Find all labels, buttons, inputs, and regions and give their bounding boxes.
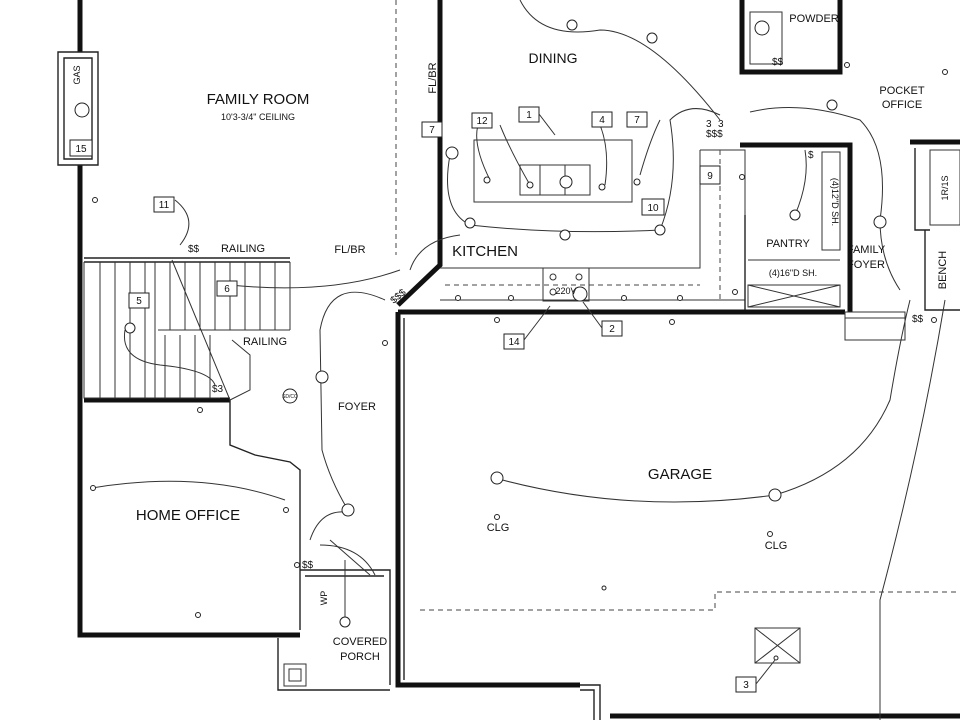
svg-text:7: 7 [634,115,640,126]
room-bench: BENCH [937,251,949,290]
range-voltage-label: 220V [555,286,576,296]
callout-3: 3 [735,659,776,693]
switch-stair: $3 [212,384,224,395]
switch-pantry: $ [808,150,814,161]
svg-text:3: 3 [743,680,749,691]
gas-label: GAS [72,65,82,84]
wp-label: WP [319,591,329,606]
callout-4: 4 [591,111,613,128]
switch-kitchen-entry: $$$ [389,287,409,306]
svg-text:14: 14 [508,337,520,348]
svg-text:2: 2 [609,324,615,335]
room-powder: POWDER [789,13,839,25]
room-labels: FAMILY ROOM 10'3-3/4" CEILING DINING POW… [136,13,950,663]
callout-15: 15 [69,139,93,157]
svg-text:10: 10 [647,203,659,214]
callout-9: 9 [699,165,721,185]
callout-10: 10 [641,198,665,216]
railing-label-upper: RAILING [221,243,265,255]
room-pocket-office-line2: OFFICE [882,99,922,111]
room-dining: DINING [529,50,578,66]
svg-text:15: 15 [75,144,87,155]
callout-1: 1 [518,106,556,136]
room-family-foyer-line1: FAMILY [847,244,886,256]
callout-11: 11 [153,196,175,213]
room-family-foyer-line2: FOYER [847,259,885,271]
staircase [83,259,291,401]
fl-br-label-horizontal: FL/BR [334,244,365,256]
room-rts: 1R/1S [940,175,950,200]
callout-7-right: 7 [626,111,648,128]
svg-text:7: 7 [429,125,435,136]
room-pocket-office-line1: POCKET [879,85,925,97]
three-way-marker-b: 3 [718,119,724,130]
callout-6: 6 [216,280,238,297]
svg-text:12: 12 [476,116,488,127]
room-garage: GARAGE [648,466,712,483]
railing-label-lower: RAILING [243,336,287,348]
room-covered-porch-line2: PORCH [340,651,380,663]
callout-2: 2 [582,301,623,337]
callout-5: 5 [128,292,150,309]
switch-powder: $$ [772,57,784,68]
sd-co-label: SD/CO [282,394,298,400]
room-foyer: FOYER [338,401,376,413]
fl-br-label-vertical: FL/BR [427,62,439,93]
callout-12: 12 [471,112,493,129]
walls [57,0,960,720]
svg-text:9: 9 [707,171,713,182]
callout-14: 14 [503,305,551,350]
pantry-shelf-note-side: (4)12"D SH. [830,178,840,226]
three-way-marker-a: 3 [706,119,712,130]
switch-kitchen-cluster: $$$ [706,129,723,140]
switch-porch: $$ [302,560,314,571]
annotation-labels: RAILING RAILING FL/BR FL/BR GAS CLG CLG … [72,62,787,605]
room-family-room: FAMILY ROOM [207,91,310,108]
wiring [91,0,946,720]
clg-label-left: CLG [487,522,510,534]
callouts: 1 2 3 4 5 6 7 7 [69,106,776,693]
family-room-ceiling-note: 10'3-3/4" CEILING [221,112,295,122]
svg-text:1: 1 [526,110,532,121]
svg-text:6: 6 [224,284,230,295]
pantry-shelf-note-bottom: (4)16"D SH. [769,268,817,278]
switch-railing: $$ [188,244,200,255]
svg-text:11: 11 [159,200,170,211]
clg-label-right: CLG [765,540,788,552]
switch-family-foyer: $$ [912,314,924,325]
callout-7-left: 7 [421,121,443,138]
room-home-office: HOME OFFICE [136,507,240,524]
svg-text:5: 5 [136,296,142,307]
room-pantry: PANTRY [766,238,810,250]
svg-text:4: 4 [599,115,605,126]
room-kitchen: KITCHEN [452,243,518,260]
room-covered-porch-line1: COVERED [333,636,387,648]
light-fixtures [74,19,948,661]
